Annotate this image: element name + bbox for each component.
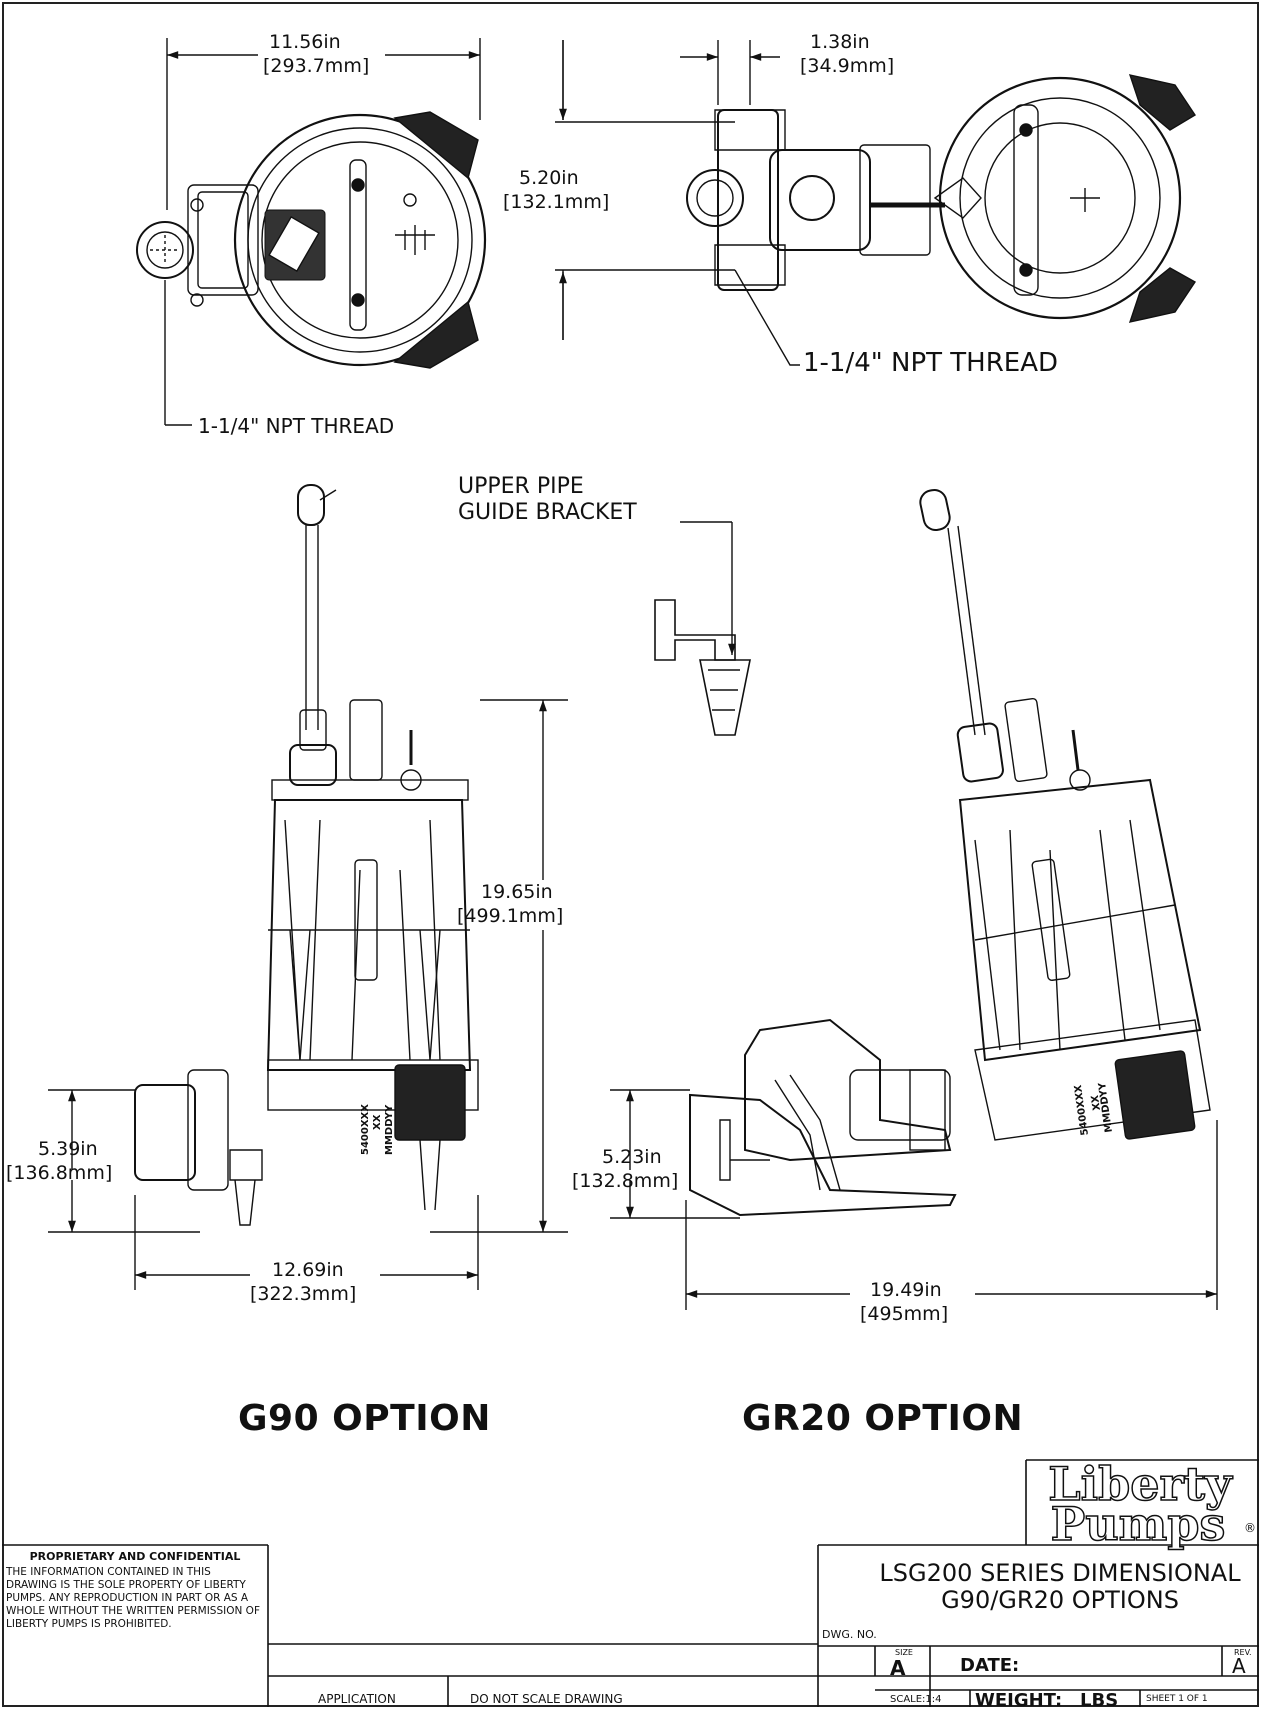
dim-flange-height-in: 5.20in [519, 167, 579, 189]
bracket-callout-line2: GUIDE BRACKET [458, 500, 637, 525]
npt-thread-left-callout: 1-1/4" NPT THREAD [198, 414, 395, 438]
logo-pumps: Pumps [1051, 1497, 1226, 1551]
drawing-title: LSG200 SERIES DIMENSIONAL G90/GR20 OPTIO… [870, 1560, 1250, 1614]
dim-g90-base-height: 5.39in [136.8mm] [6, 1137, 112, 1185]
g90-side-view [48, 484, 568, 1290]
dim-g90-base-height-in: 5.39in [38, 1138, 98, 1160]
gr20-option-label: GR20 OPTION [742, 1398, 1024, 1439]
g90-marking-1: 5400XXX [360, 1104, 371, 1155]
dim-gr20-base-height-in: 5.23in [602, 1146, 662, 1168]
proprietary-notice: PROPRIETARY AND CONFIDENTIAL THE INFORMA… [6, 1550, 264, 1631]
proprietary-text: THE INFORMATION CONTAINED IN THIS DRAWIN… [6, 1566, 260, 1630]
size-value: A [890, 1656, 906, 1680]
dim-gr20-base-width-in: 19.49in [870, 1279, 942, 1301]
dim-gr20-base-height-mm: [132.8mm] [572, 1170, 679, 1192]
drawing-title-line1: LSG200 SERIES DIMENSIONAL [879, 1559, 1241, 1587]
logo-liberty: Liberty [1048, 1457, 1233, 1511]
date-label: DATE: [960, 1655, 1020, 1676]
dim-g90-base-width-in: 12.69in [272, 1259, 344, 1281]
top-view-left [136, 38, 487, 426]
weight-unit: LBS [1080, 1690, 1119, 1711]
gr20-side-view [610, 488, 1218, 1310]
do-not-scale-label: DO NOT SCALE DRAWING [470, 1692, 623, 1706]
application-label: APPLICATION [318, 1692, 396, 1706]
dim-flange-width-in: 1.38in [810, 31, 870, 53]
dim-top-width: 11.56in [293.7mm] [263, 30, 369, 78]
rev-label: REV. [1234, 1648, 1252, 1657]
dim-flange-height: 5.20in [132.1mm] [503, 166, 609, 214]
dim-g90-base-width-mm: [322.3mm] [250, 1283, 357, 1305]
dim-g90-base-width: 12.69in [322.3mm] [250, 1258, 356, 1306]
bracket-callout-line1: UPPER PIPE [458, 474, 584, 499]
dim-g90-height: 19.65in [499.1mm] [457, 880, 563, 928]
dim-top-width-mm: [293.7mm] [263, 55, 370, 77]
g90-markings: 5400XXX XX MMDDYY [360, 1104, 395, 1155]
dim-top-width-in: 11.56in [269, 31, 341, 53]
pipe-guide-bracket [654, 521, 751, 736]
g90-marking-2: XX [372, 1114, 383, 1130]
rev-value: A [1232, 1654, 1246, 1678]
logo-registered: ® [1244, 1521, 1256, 1535]
dim-g90-height-mm: [499.1mm] [457, 905, 564, 927]
dim-gr20-base-width: 19.49in [495mm] [860, 1278, 948, 1326]
g90-marking-3: MMDDYY [384, 1104, 395, 1155]
dim-flange-width-mm: [34.9mm] [800, 55, 895, 77]
dim-gr20-base-width-mm: [495mm] [860, 1303, 949, 1325]
gr20-markings: 5400XXX XX MMDDYY [1073, 1081, 1115, 1136]
npt-thread-right-callout: 1-1/4" NPT THREAD [803, 348, 1058, 378]
size-label: SIZE [895, 1648, 913, 1657]
gr20-marking-2: XX [1090, 1094, 1103, 1111]
bracket-callout: UPPER PIPE GUIDE BRACKET [458, 474, 637, 526]
sheet-label: SHEET 1 OF 1 [1146, 1694, 1208, 1704]
dim-flange-height-mm: [132.1mm] [503, 191, 610, 213]
drawing-title-line2: G90/GR20 OPTIONS [941, 1586, 1179, 1614]
g90-option-label: G90 OPTION [238, 1398, 491, 1439]
dim-flange-width: 1.38in [34.9mm] [800, 30, 894, 78]
top-view-right [555, 40, 1197, 366]
dim-gr20-base-height: 5.23in [132.8mm] [572, 1145, 678, 1193]
liberty-pumps-logo: Liberty Pumps ® [1048, 1456, 1256, 1552]
dim-g90-base-height-mm: [136.8mm] [6, 1162, 113, 1184]
dim-g90-height-in: 19.65in [481, 881, 553, 903]
weight-label: WEIGHT: [975, 1690, 1063, 1711]
title-block-lines [2, 1459, 1259, 1707]
proprietary-title: PROPRIETARY AND CONFIDENTIAL [29, 1550, 241, 1563]
scale-label: SCALE:1:4 [890, 1694, 942, 1705]
dwg-no-label: DWG. NO. [822, 1628, 877, 1641]
